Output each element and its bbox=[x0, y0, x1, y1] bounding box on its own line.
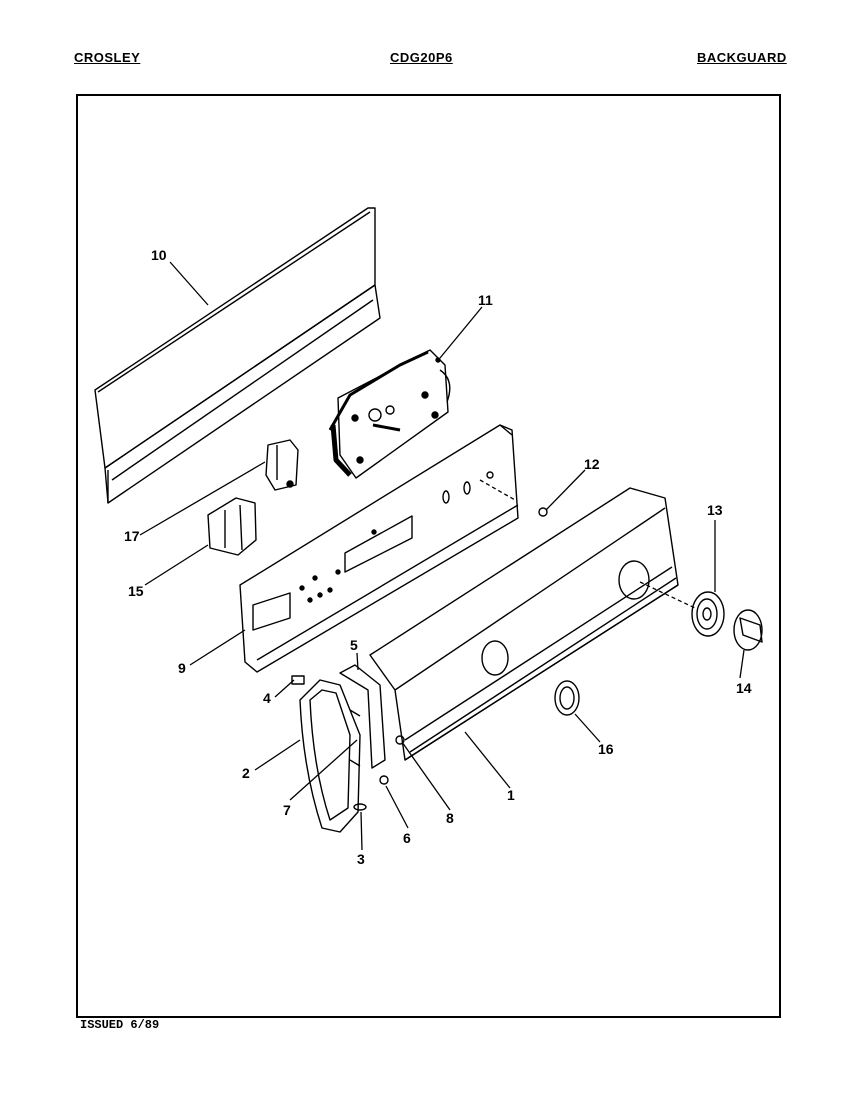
callout-1: 1 bbox=[507, 787, 515, 803]
part-6-screw bbox=[379, 775, 389, 785]
part-5-trim-strip bbox=[339, 664, 386, 769]
callout-8: 8 bbox=[446, 810, 454, 826]
part-8-screw bbox=[395, 735, 405, 745]
callout-14: 14 bbox=[736, 680, 752, 696]
callout-3: 3 bbox=[357, 851, 365, 867]
part-12-screw bbox=[538, 507, 548, 517]
brand-label: CROSLEY bbox=[74, 50, 141, 65]
part-4-clip bbox=[291, 675, 305, 685]
callout-5: 5 bbox=[350, 637, 358, 653]
part-1-backguard bbox=[369, 487, 679, 761]
diagram-frame bbox=[76, 94, 781, 1018]
callout-2: 2 bbox=[242, 765, 250, 781]
part-2-end-cap bbox=[299, 679, 361, 833]
part-14-knob bbox=[733, 609, 763, 651]
callout-15: 15 bbox=[128, 583, 144, 599]
leader-lines bbox=[139, 261, 745, 851]
part-9-control-panel bbox=[239, 424, 519, 673]
part-15-switch bbox=[207, 497, 257, 556]
callout-9: 9 bbox=[178, 660, 186, 676]
callout-10: 10 bbox=[151, 247, 167, 263]
part-17-switch bbox=[265, 439, 299, 491]
callout-6: 6 bbox=[403, 830, 411, 846]
callout-16: 16 bbox=[598, 741, 614, 757]
callout-7: 7 bbox=[283, 802, 291, 818]
part-11-timer bbox=[328, 349, 451, 479]
callout-4: 4 bbox=[263, 690, 271, 706]
callout-17: 17 bbox=[124, 528, 140, 544]
callout-11: 11 bbox=[478, 292, 493, 308]
issued-date: ISSUED 6/89 bbox=[80, 1018, 160, 1032]
section-title: BACKGUARD bbox=[697, 50, 787, 65]
callout-13: 13 bbox=[707, 502, 723, 518]
part-16-knob bbox=[554, 680, 580, 716]
part-10-top-panel bbox=[94, 207, 381, 504]
callout-12: 12 bbox=[584, 456, 600, 472]
part-3-screw bbox=[353, 803, 367, 811]
model-number: CDG20P6 bbox=[390, 50, 453, 65]
part-13-dial bbox=[691, 591, 725, 637]
